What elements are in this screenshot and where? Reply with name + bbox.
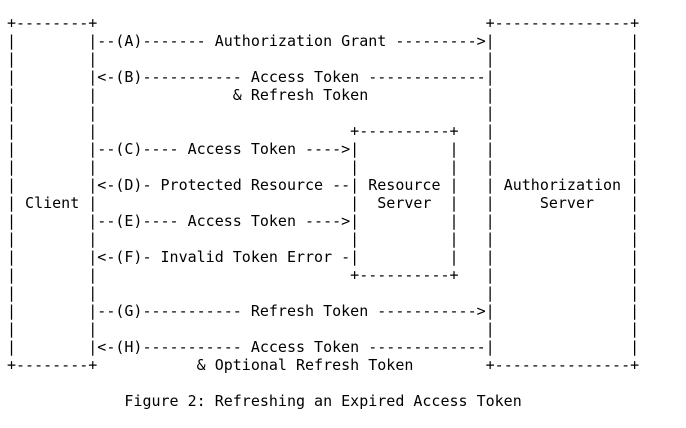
oauth-refresh-figure: +--------+ +---------------+ | |--(A)---… xyxy=(7,14,640,410)
figure-caption: Figure 2: Refreshing an Expired Access T… xyxy=(124,392,522,410)
ascii-flow-diagram: +--------+ +---------------+ | |--(A)---… xyxy=(7,14,640,374)
